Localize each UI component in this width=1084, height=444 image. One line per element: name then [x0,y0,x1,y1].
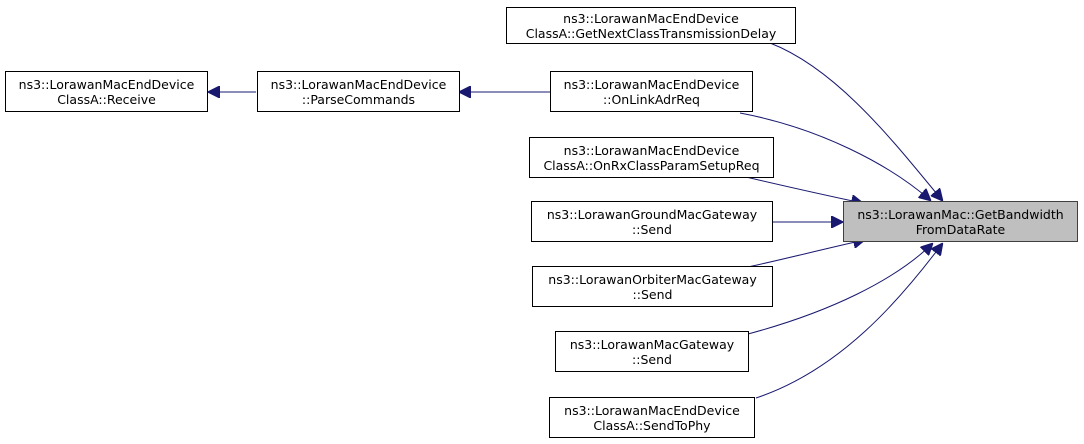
node-on-rx-class-param-setup-req[interactable]: ns3::LorawanMacEndDevice ClassA::OnRxCla… [529,137,774,178]
node-orbiter-gateway-send[interactable]: ns3::LorawanOrbiterMacGateway ::Send [532,266,773,307]
edge-gateway-send-to-focus [747,244,932,335]
node-line: ClassA::SendToPhy [593,417,711,433]
node-line: ::Send [632,351,672,367]
node-line: ns3::LorawanOrbiterMacGateway [548,271,757,287]
node-get-next-class-transmission-delay[interactable]: ns3::LorawanMacEndDevice ClassA::GetNext… [506,7,796,44]
edge-orbiter-gateway-send-to-focus [747,240,864,268]
edge-on-link-adr-req-to-focus [739,112,930,200]
node-line: ns3::LorawanMac::GetBandwidth [857,206,1064,222]
node-line: ns3::LorawanMacGateway [569,336,735,352]
edge-send-to-phy-to-focus [755,244,942,399]
node-line: ns3::LorawanMacEndDevice [563,10,739,26]
node-line: ns3::LorawanMacEndDevice [564,402,740,418]
node-line: ::ParseCommands [301,91,416,107]
node-line: ::Send [632,286,673,302]
node-line: ClassA::GetNextClassTransmissionDelay [525,25,777,41]
edge-get-next-class-transmission-delay-to-focus [769,42,942,200]
node-ground-gateway-send[interactable]: ns3::LorawanGroundMacGateway ::Send [531,201,773,242]
node-line: ns3::LorawanGroundMacGateway [546,206,758,222]
node-parse-commands[interactable]: ns3::LorawanMacEndDevice ::ParseCommands [257,71,460,112]
node-on-link-adr-req[interactable]: ns3::LorawanMacEndDevice ::OnLinkAdrReq [550,71,753,112]
node-line: ClassA::Receive [57,91,156,107]
node-line: ns3::LorawanMacEndDevice [563,142,740,158]
node-line: FromDataRate [915,221,1006,237]
node-send-to-phy[interactable]: ns3::LorawanMacEndDevice ClassA::SendToP… [549,397,755,438]
node-line: ::Send [632,221,672,237]
node-line: ns3::LorawanMacEndDevice [18,76,195,92]
node-line: ::OnLinkAdrReq [603,91,700,107]
node-get-bandwidth-from-data-rate: ns3::LorawanMac::GetBandwidth FromDataRa… [843,201,1078,242]
node-line: ns3::LorawanMacEndDevice [563,76,740,92]
node-gateway-send[interactable]: ns3::LorawanMacGateway ::Send [555,331,749,372]
node-line: ClassA::OnRxClassParamSetupReq [543,157,760,173]
edge-on-rx-class-param-setup-req-to-focus [745,176,862,203]
node-line: ns3::LorawanMacEndDevice [270,76,447,92]
node-receive[interactable]: ns3::LorawanMacEndDevice ClassA::Receive [5,71,208,112]
